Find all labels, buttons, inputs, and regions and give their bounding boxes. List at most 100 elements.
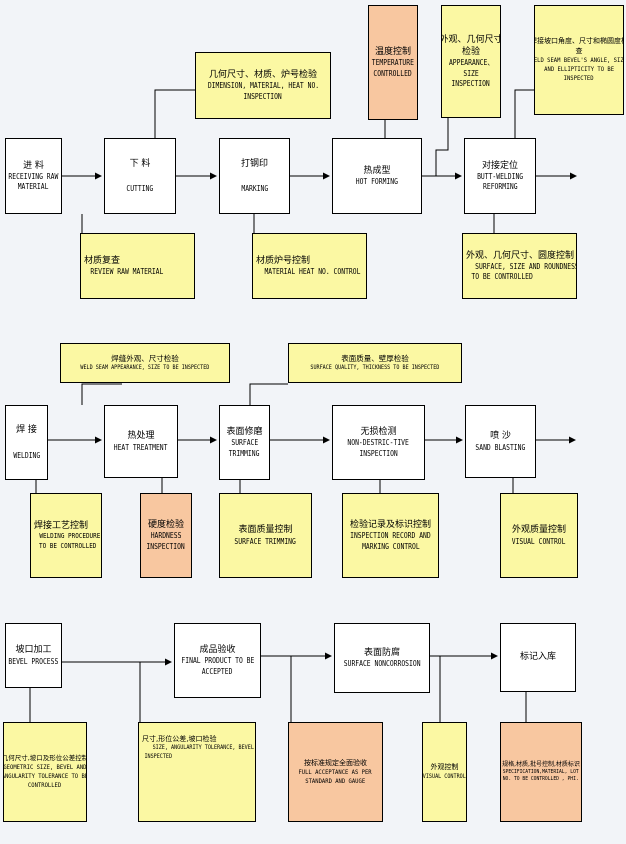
process-bevel-process[interactable]: 坡口加工 BEVEL PROCESS bbox=[5, 623, 62, 688]
spec-cn: 规格,材质,批号控制,材质标识 bbox=[502, 760, 580, 768]
dimension-cn: 几何尺寸、材质、炉号检验 bbox=[208, 70, 317, 81]
note-weld-seam-appearance: 焊缝外观、尺寸检验 WELD SEAM APPEARANCE, SIZE TO … bbox=[60, 343, 230, 383]
visual-control-r3-en: VISUAL CONTROL bbox=[423, 772, 467, 780]
receiving-en-line2: MATERIAL bbox=[18, 182, 49, 192]
butt-welding-en-line2: REFORMING bbox=[482, 182, 518, 192]
geometric-en-line1: GEOMETRIC SIZE, BEVEL AND bbox=[3, 763, 87, 772]
hot-forming-en: HOT FORMING bbox=[355, 177, 399, 186]
process-welding[interactable]: 焊 接 WELDING bbox=[5, 405, 48, 480]
process-heat-treatment[interactable]: 热处理 HEAT TREATMENT bbox=[104, 405, 178, 478]
heat-no-en: MATERIAL HEAT NO. CONTROL bbox=[264, 267, 361, 276]
appearance-en-line3: INSPECTION bbox=[451, 78, 491, 88]
note-weld-seam-bevel-inspection: 焊接坡口角度、尺寸和椭圆度检 查 WELD SEAM BEVEL'S ANGLE… bbox=[534, 5, 624, 115]
appearance-cn-line2: 检验 bbox=[461, 47, 480, 58]
angularity-en-line2: INSPECTED bbox=[144, 752, 173, 760]
spec-en-line2: NO. TO BE CONTROLLED , PHI. bbox=[503, 776, 579, 783]
storage-cn: 标记入库 bbox=[519, 652, 556, 663]
bevel-process-cn: 坡口加工 bbox=[15, 645, 52, 656]
process-storage-marking[interactable]: 标记入库 bbox=[500, 623, 576, 692]
heat-no-cn: 材质炉号控制 bbox=[256, 255, 311, 266]
note-surface-trimming-control: 表面质量控制 SURFACE TRIMMING bbox=[219, 493, 312, 578]
welding-procedure-en-line1: WELDING PROCEDURE bbox=[39, 532, 101, 541]
marking-cn: 打钢印 bbox=[240, 158, 268, 169]
welding-procedure-cn: 焊接工艺控制 bbox=[34, 520, 89, 531]
note-temperature-controlled: 温度控制 TEMPERATURE CONTROLLED bbox=[368, 5, 418, 120]
cutting-en: CUTTING bbox=[126, 184, 154, 193]
note-full-acceptance: 按标准规定全面验收 FULL ACCEPTANCE AS PER STANDAR… bbox=[288, 722, 383, 822]
process-butt-welding-reforming[interactable]: 对接定位 BUTT-WELDING REFORMING bbox=[464, 138, 536, 214]
note-specification-lot: 规格,材质,批号控制,材质标识 SPECIFICATION,MATERIAL, … bbox=[500, 722, 582, 822]
roundness-en-line2: TO BE CONTROLLED bbox=[471, 272, 533, 282]
review-en: REVIEW RAW MATERIAL bbox=[90, 267, 164, 276]
process-sand-blasting[interactable]: 喷 沙 SAND BLASTING bbox=[465, 405, 536, 478]
sand-blasting-en: SAND BLASTING bbox=[475, 442, 526, 452]
trimming-control-en: SURFACE TRIMMING bbox=[234, 536, 297, 546]
hardness-cn: 硬度检验 bbox=[147, 520, 184, 531]
process-receiving-raw-material[interactable]: 进 料 RECEIVING RAW MATERIAL bbox=[5, 138, 62, 214]
angularity-cn: 尺寸,形位公差,坡口检验 bbox=[142, 735, 217, 743]
thickness-cn: 表面质量、壁厚检验 bbox=[341, 353, 409, 363]
dimension-en-line2: INSPECTION bbox=[243, 91, 283, 101]
bevel-en-line3: INSPECTED bbox=[564, 73, 594, 82]
spec-en-line1: SPECIFICATION,MATERIAL, LOT bbox=[503, 768, 579, 775]
ndt-en-line1: NON-DESTRIC-TIVE bbox=[347, 438, 410, 448]
noncorrosion-cn: 表面防腐 bbox=[363, 647, 400, 658]
welding-cn: 焊 接 bbox=[16, 425, 37, 436]
process-hot-forming[interactable]: 热成型 HOT FORMING bbox=[332, 138, 422, 214]
geometric-en-line2: ANGULARITY TOLERANCE TO BE bbox=[3, 772, 87, 780]
review-cn: 材质复查 bbox=[84, 255, 121, 266]
bevel-cn-line2: 查 bbox=[575, 46, 583, 55]
process-cutting[interactable]: 下 料 CUTTING bbox=[104, 138, 176, 214]
hot-forming-cn: 热成型 bbox=[363, 165, 391, 176]
note-inspection-record-marking: 检验记录及标识控制 INSPECTION RECORD AND MARKING … bbox=[342, 493, 439, 578]
final-product-en-line1: FINAL PRODUCT TO BE bbox=[181, 656, 254, 666]
note-surface-quality-thickness: 表面质量、壁厚检验 SURFACE QUALITY, THICKNESS TO … bbox=[288, 343, 462, 383]
weld-seam-cn: 焊缝外观、尺寸检验 bbox=[111, 353, 179, 363]
appearance-en-line2: SIZE bbox=[463, 68, 479, 78]
note-review-raw-material: 材质复查 REVIEW RAW MATERIAL bbox=[80, 233, 195, 299]
record-marking-en-line1: INSPECTION RECORD AND bbox=[350, 531, 431, 541]
note-size-angularity-bevel: 尺寸,形位公差,坡口检验 SIZE, ANGULARITY TOLERANCE,… bbox=[138, 722, 256, 822]
final-product-en-line2: ACCEPTED bbox=[202, 666, 233, 676]
note-hardness-inspection: 硬度检验 HARDNESS INSPECTION bbox=[140, 493, 192, 578]
geometric-cn: 几何尺寸,坡口及形位公差控制 bbox=[3, 754, 87, 763]
trimming-en-line1: SURFACE bbox=[231, 438, 258, 448]
butt-welding-cn: 对接定位 bbox=[481, 160, 518, 171]
record-marking-en-line2: MARKING CONTROL bbox=[361, 541, 420, 551]
roundness-en-line1: SURFACE, SIZE AND ROUNDNESS bbox=[475, 261, 577, 271]
trimming-en-line2: TRIMMING bbox=[229, 448, 260, 458]
roundness-cn: 外观、几何尺寸、圆度控制 bbox=[466, 250, 575, 261]
note-appearance-size-inspection: 外观、几何尺寸 检验 APPEARANCE、 SIZE INSPECTION bbox=[441, 5, 501, 118]
visual-control-r2-en: VISUAL CONTROL bbox=[512, 536, 566, 546]
welding-procedure-en-line2: TO BE CONTROLLED bbox=[39, 541, 97, 550]
dimension-en-line1: DIMENSION, MATERIAL, HEAT NO. bbox=[207, 81, 319, 91]
temperature-cn: 温度控制 bbox=[374, 47, 411, 58]
process-final-product-accepted[interactable]: 成品验收 FINAL PRODUCT TO BE ACCEPTED bbox=[174, 623, 261, 698]
hardness-en-line1: HARDNESS bbox=[150, 531, 182, 541]
welding-en: WELDING bbox=[13, 450, 40, 460]
receiving-en-line1: RECEIVING RAW bbox=[8, 171, 59, 181]
temperature-en-line2: CONTROLLED bbox=[373, 68, 413, 78]
process-surface-trimming[interactable]: 表面修磨 SURFACE TRIMMING bbox=[219, 405, 270, 480]
heat-treatment-cn: 热处理 bbox=[127, 431, 155, 442]
record-marking-cn: 检验记录及标识控制 bbox=[349, 520, 431, 531]
bevel-en-line1: WELD SEAM BEVEL'S ANGLE, SIZE bbox=[534, 56, 624, 65]
process-surface-noncorrosion[interactable]: 表面防腐 SURFACE NONCORROSION bbox=[334, 623, 430, 693]
thickness-en: SURFACE QUALITY, THICKNESS TO BE INSPECT… bbox=[310, 364, 440, 372]
note-visual-control-row2: 外观质量控制 VISUAL CONTROL bbox=[500, 493, 578, 578]
appearance-cn-line1: 外观、几何尺寸 bbox=[441, 35, 501, 46]
butt-welding-en-line1: BUTT-WELDING bbox=[476, 171, 524, 181]
process-marking[interactable]: 打钢印 MARKING bbox=[219, 138, 290, 214]
note-geometric-size-bevel: 几何尺寸,坡口及形位公差控制 GEOMETRIC SIZE, BEVEL AND… bbox=[3, 722, 87, 822]
angularity-en-line1: SIZE, ANGULARITY TOLERANCE, BEVEL TO BE bbox=[152, 744, 255, 752]
note-dimension-material-heat-inspection: 几何尺寸、材质、炉号检验 DIMENSION, MATERIAL, HEAT N… bbox=[195, 52, 331, 119]
process-ndt-inspection[interactable]: 无损检测 NON-DESTRIC-TIVE INSPECTION bbox=[332, 405, 425, 480]
temperature-en-line1: TEMPERATURE bbox=[371, 58, 415, 68]
visual-control-r3-cn: 外观控制 bbox=[430, 763, 459, 772]
hardness-en-line2: INSPECTION bbox=[146, 541, 186, 551]
weld-seam-en: WELD SEAM APPEARANCE, SIZE TO BE INSPECT… bbox=[80, 364, 210, 372]
bevel-en-line2: AND ELLIPTICITY TO BE bbox=[544, 65, 614, 74]
receiving-cn: 进 料 bbox=[23, 160, 44, 171]
final-product-cn: 成品验收 bbox=[199, 645, 236, 656]
